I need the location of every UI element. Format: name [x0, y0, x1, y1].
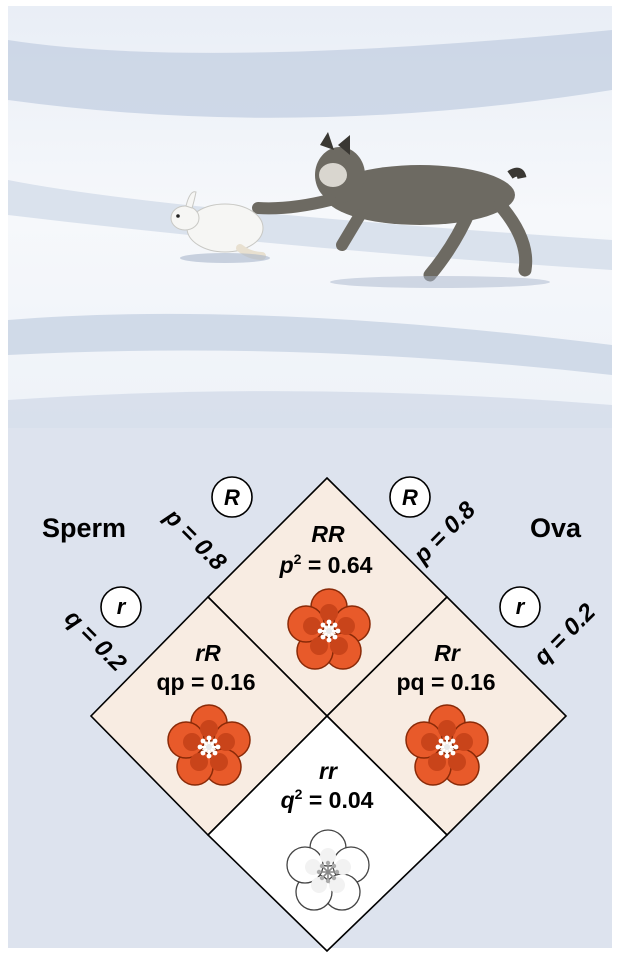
sperm-label: Sperm [42, 513, 126, 543]
genotype-rR: rR [195, 640, 221, 666]
freq-rR: qp = 0.16 [156, 669, 255, 695]
genotype-rr: rr [319, 758, 338, 784]
allele-circle-ova-r: r [500, 587, 540, 627]
freq-Rr: pq = 0.16 [396, 669, 495, 695]
svg-text:R: R [402, 485, 418, 510]
photo-lynx-hare [8, 6, 612, 428]
svg-text:R: R [224, 485, 240, 510]
svg-text:r: r [117, 594, 127, 619]
svg-text:r: r [516, 594, 526, 619]
allele-circle-sperm-r: r [101, 587, 141, 627]
freq-RR: p2 = 0.64 [279, 551, 373, 578]
ova-label: Ova [530, 513, 582, 543]
allele-circle-sperm-R: R [212, 477, 252, 517]
freq-rr: q2 = 0.04 [281, 786, 374, 813]
genotype-RR: RR [311, 521, 345, 547]
genotype-Rr: Rr [434, 640, 461, 666]
allele-circle-ova-R: R [390, 477, 430, 517]
